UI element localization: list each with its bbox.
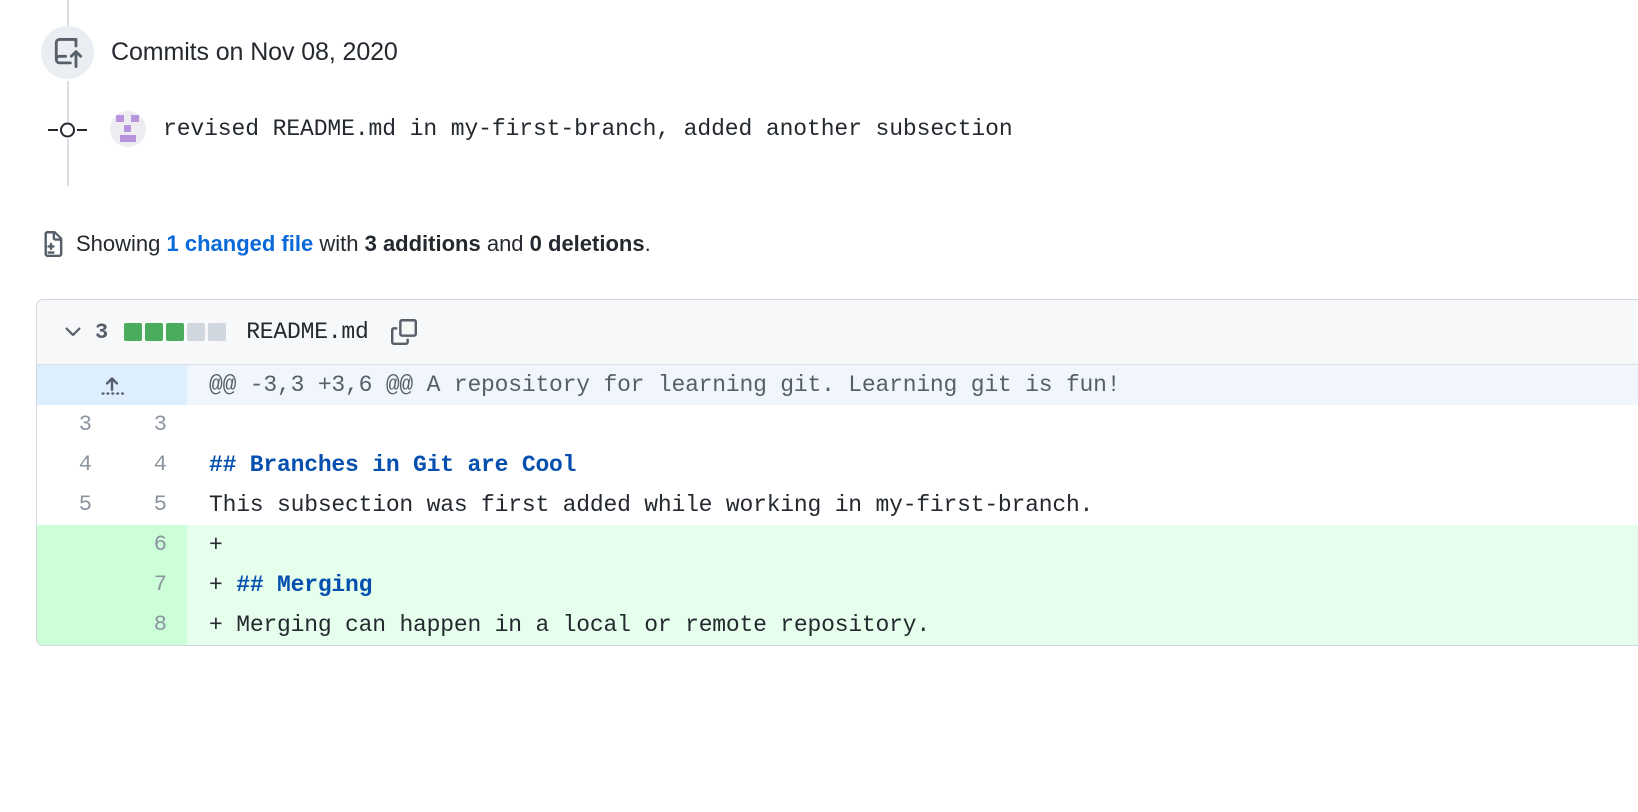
avatar[interactable] (110, 111, 146, 147)
diff-row-added: 8 + Merging can happen in a local or rem… (37, 605, 1638, 645)
summary-period: . (644, 231, 651, 256)
avatar-block-center (124, 125, 131, 132)
summary-with: with (313, 231, 365, 256)
file-diff-header: 3 README.md (37, 300, 1638, 365)
diff-row-added: 7 + ## Merging (37, 565, 1638, 605)
copy-icon[interactable] (390, 319, 417, 345)
diff-line-marker: + (209, 572, 223, 598)
diffstat-bar (124, 323, 227, 341)
timeline-rail-bottom (67, 139, 69, 186)
diffstat-block-empty (187, 323, 206, 341)
line-number-old[interactable]: 5 (37, 485, 112, 525)
avatar-block-top-right (131, 115, 139, 122)
diff-table: @@ -3,3 +3,6 @@ A repository for learnin… (37, 365, 1638, 645)
timeline-rail-mid (67, 81, 69, 122)
additions-count: 3 additions (364, 231, 481, 256)
line-number-old[interactable] (37, 565, 112, 605)
line-number-old[interactable]: 4 (37, 445, 112, 485)
line-number-old[interactable]: 3 (37, 405, 112, 445)
commit-node-icon (48, 121, 87, 139)
diff-row-context: 4 4 ## Branches in Git are Cool (37, 445, 1638, 485)
diff-row-context: 5 5 This subsection was first added whil… (37, 485, 1638, 525)
diff-line-marker: + (209, 532, 223, 558)
diffstat-block-add (166, 323, 185, 341)
diffstat-block-add (145, 323, 164, 341)
diff-summary-text: Showing 1 changed file with 3 additions … (76, 228, 651, 260)
chevron-down-icon[interactable] (61, 320, 95, 344)
line-number-new[interactable]: 4 (112, 445, 187, 485)
file-changes-count: 3 (95, 319, 109, 345)
diff-line-text: ## Merging (236, 572, 373, 598)
diff-table-body: @@ -3,3 +3,6 @@ A repository for learnin… (37, 365, 1638, 645)
diff-line-content[interactable]: + Merging can happen in a local or remot… (187, 605, 1638, 645)
changed-files-link[interactable]: 1 changed file (166, 231, 314, 256)
avatar-block-top-left (116, 115, 124, 122)
diff-line-content[interactable] (187, 405, 1638, 445)
file-name[interactable]: README.md (246, 319, 369, 345)
deletions-count: 0 deletions (529, 231, 645, 256)
diff-line-text: This subsection was first added while wo… (209, 492, 1094, 518)
diff-row-context: 3 3 (37, 405, 1638, 445)
diff-line-content[interactable]: ## Branches in Git are Cool (187, 445, 1638, 485)
expand-up-icon[interactable] (37, 365, 187, 405)
diff-line-text: ## Branches in Git are Cool (209, 452, 577, 478)
repo-push-icon (41, 26, 94, 79)
diffstat-block-add (124, 323, 143, 341)
file-diff-container: 3 README.md @@ (36, 299, 1638, 646)
line-number-new[interactable]: 6 (112, 525, 187, 565)
line-number-old[interactable] (37, 605, 112, 645)
diff-line-content[interactable]: + ## Merging (187, 565, 1638, 605)
line-number-new[interactable]: 3 (112, 405, 187, 445)
line-number-old[interactable] (37, 525, 112, 565)
diff-hunk-row: @@ -3,3 +3,6 @@ A repository for learnin… (37, 365, 1638, 405)
diff-row-added: 6 + (37, 525, 1638, 565)
timeline-rail-top (67, 0, 69, 26)
diff-line-content[interactable]: This subsection was first added while wo… (187, 485, 1638, 525)
diff-line-text: Merging can happen in a local or remote … (236, 612, 930, 638)
hunk-header-text: @@ -3,3 +3,6 @@ A repository for learnin… (187, 365, 1638, 405)
avatar-block-bottom (120, 135, 136, 142)
commit-entry: revised README.md in my-first-branch, ad… (110, 111, 1013, 147)
showing-prefix: Showing (76, 231, 167, 256)
diff-summary: Showing 1 changed file with 3 additions … (38, 228, 651, 260)
diff-line-marker: + (209, 612, 223, 638)
commits-on-date-heading: Commits on Nov 08, 2020 (111, 38, 398, 66)
diff-line-content[interactable]: + (187, 525, 1638, 565)
line-number-new[interactable]: 7 (112, 565, 187, 605)
summary-and: and (480, 231, 530, 256)
diff-file-icon (38, 229, 64, 259)
line-number-new[interactable]: 5 (112, 485, 187, 525)
diffstat-block-empty (208, 323, 227, 341)
commit-message[interactable]: revised README.md in my-first-branch, ad… (163, 116, 1013, 142)
line-number-new[interactable]: 8 (112, 605, 187, 645)
